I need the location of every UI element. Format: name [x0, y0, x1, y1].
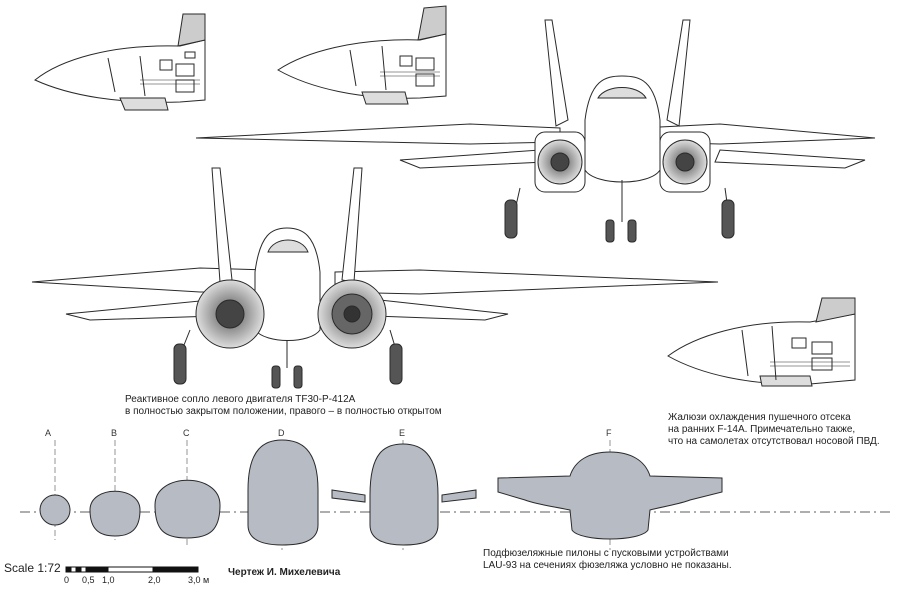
- section-label-b: B: [111, 428, 118, 438]
- nozzle-caption-line-2: в полностью закрытом положении, правого …: [125, 406, 442, 417]
- scale-title: Scale 1:72: [4, 561, 61, 575]
- section-label-a: A: [45, 428, 52, 438]
- nose-detail-3: [667, 297, 856, 387]
- scale-tick-30: 3,0 м: [188, 575, 210, 585]
- scale-tick-0: 0: [64, 575, 70, 585]
- pylons-caption-line-1: Подфюзеляжные пилоны с пусковыми устройс…: [483, 548, 729, 559]
- section-label-e: E: [399, 428, 406, 438]
- louvres-caption-line-1: Жалюзи охлаждения пушечного отсека: [668, 412, 851, 423]
- scale-tick-10: 1,0: [102, 575, 115, 585]
- front-view-swept: [195, 19, 876, 243]
- cross-sections: [20, 439, 890, 550]
- section-b-shape: [89, 490, 141, 537]
- section-c-shape: [154, 479, 221, 539]
- pylons-caption-line-2: LAU-93 на сечениях фюзеляжа условно не п…: [483, 560, 732, 571]
- nose-detail-2: [277, 5, 447, 105]
- drawing-author: Чертеж И. Михелевича: [228, 567, 341, 578]
- scale-bar: [65, 566, 199, 573]
- scale-tick-05: 0,5: [82, 575, 95, 585]
- louvres-caption-line-3: что на самолетах отсутствовал носовой ПВ…: [668, 436, 880, 447]
- section-e-shape: [369, 443, 439, 546]
- front-view-spread: [31, 167, 719, 389]
- nose-detail-1: [34, 13, 206, 111]
- section-label-c: C: [183, 428, 190, 438]
- section-label-f: F: [606, 428, 612, 438]
- nozzle-caption-line-1: Реактивное сопло левого двигателя TF30-P…: [125, 394, 356, 405]
- section-d-shape: [247, 439, 319, 546]
- section-f-shape: [497, 451, 723, 540]
- louvres-caption-line-2: на ранних F-14A. Примечательно также,: [668, 424, 856, 435]
- section-a-shape: [39, 494, 71, 526]
- scale-tick-20: 2,0: [148, 575, 161, 585]
- section-label-d: D: [278, 428, 285, 438]
